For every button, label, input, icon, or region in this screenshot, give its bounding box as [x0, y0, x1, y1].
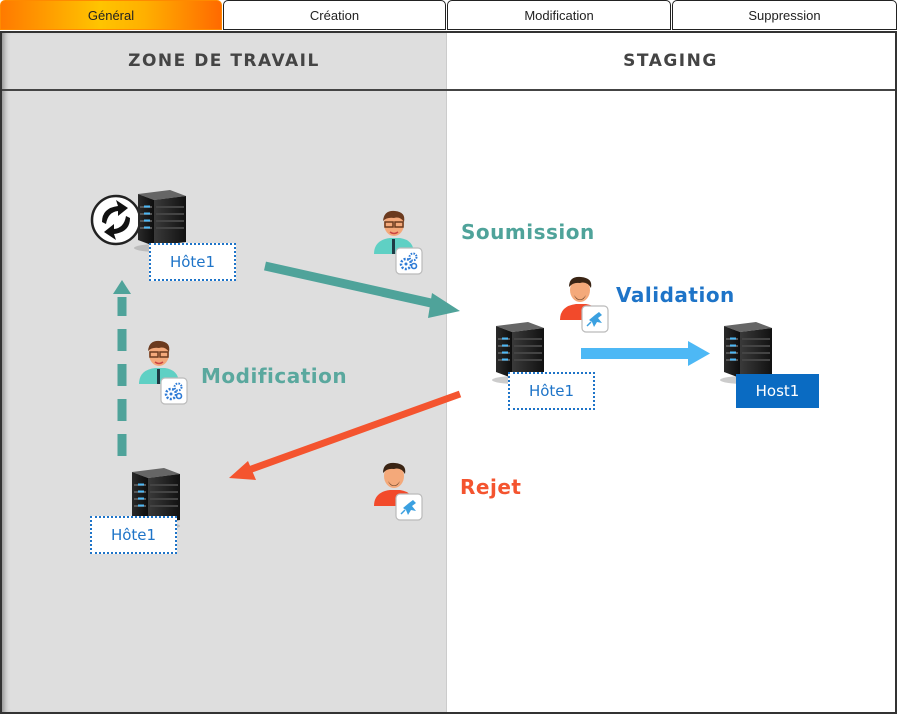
validator-user-icon: [556, 274, 612, 346]
zone-header-row: ZONE DE TRAVAIL STAGING: [2, 33, 895, 91]
tab-label: Suppression: [748, 7, 821, 23]
host-label-work-top[interactable]: Hôte1: [149, 243, 236, 281]
submission-label: Soumission: [461, 220, 595, 244]
gears-icon: [159, 376, 189, 406]
gears-icon: [394, 246, 424, 276]
host-label-staging[interactable]: Hôte1: [508, 372, 595, 410]
tab-label: Création: [309, 7, 360, 23]
workflow-diagram: ZONE DE TRAVAIL STAGING: [0, 31, 897, 714]
sync-icon: [90, 194, 142, 250]
modification-label: Modification: [201, 364, 348, 388]
work-zone-title: ZONE DE TRAVAIL: [128, 51, 320, 71]
host-label-work-bottom[interactable]: Hôte1: [90, 516, 177, 554]
validator-user-icon: [370, 460, 426, 532]
tab-modification[interactable]: Modification: [447, 0, 671, 30]
host-label-production[interactable]: Host1: [736, 374, 819, 408]
tab-creation[interactable]: Création: [223, 0, 446, 30]
developer-user-icon: [135, 338, 191, 410]
stamp-icon: [395, 493, 423, 521]
work-zone: [2, 33, 446, 712]
staging-zone-title: STAGING: [623, 51, 718, 71]
rejection-label: Rejet: [460, 475, 522, 499]
developer-user-icon: [370, 208, 426, 280]
tab-suppression[interactable]: Suppression: [672, 0, 897, 30]
validation-label: Validation: [616, 283, 735, 307]
tab-label: Modification: [524, 7, 594, 23]
stamp-icon: [581, 305, 609, 333]
tab-label: Général: [87, 7, 135, 23]
tab-bar: Général Création Modification Suppressio…: [0, 0, 897, 31]
tab-general[interactable]: Général: [0, 0, 222, 30]
